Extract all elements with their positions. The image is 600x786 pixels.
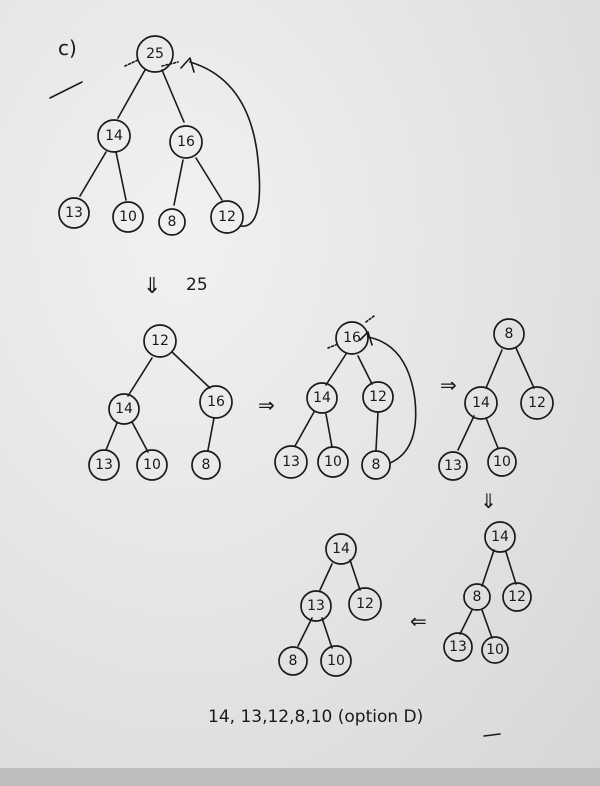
svg-text:12: 12 [218, 209, 236, 225]
tree-node: 10 [112, 201, 144, 233]
tree-node: 16 [169, 125, 203, 159]
tree-node: 12 [348, 587, 382, 621]
svg-text:8: 8 [473, 589, 482, 605]
tree-node: 10 [487, 447, 517, 477]
svg-text:8: 8 [505, 326, 514, 342]
right-arrow-icon: ⇒ [440, 373, 457, 397]
tree-node: 8 [158, 208, 186, 236]
right-arrow-icon: ⇒ [258, 393, 275, 417]
tree-node: 13 [58, 197, 90, 229]
swap-arrow-head [180, 57, 195, 73]
svg-text:25: 25 [146, 46, 164, 62]
tree-node: 12 [520, 386, 554, 420]
tree-node: 13 [438, 451, 468, 481]
tree-node: 14 [325, 533, 357, 565]
svg-text:13: 13 [95, 457, 113, 473]
tree-after-swap: 8 14 12 13 10 [438, 318, 554, 481]
tree-node: 13 [300, 590, 332, 622]
tick-mark [49, 81, 83, 99]
part-label: c) [58, 36, 77, 60]
svg-text:12: 12 [528, 395, 546, 411]
svg-text:16: 16 [343, 330, 361, 346]
answer-text: 14, 13,12,8,10 (option D) [208, 707, 423, 727]
svg-text:13: 13 [449, 639, 467, 655]
tree-initial-heap: 25 14 16 13 10 8 12 [58, 35, 261, 236]
page-bottom-edge [0, 768, 600, 786]
tree-node: 13 [88, 449, 120, 481]
svg-text:10: 10 [119, 209, 137, 225]
tree-node: 8 [191, 450, 221, 480]
svg-text:14: 14 [115, 401, 133, 417]
svg-text:14: 14 [105, 128, 123, 144]
svg-text:8: 8 [168, 214, 177, 230]
tree-node: 10 [136, 449, 168, 481]
removed-value: 25 [186, 275, 208, 295]
swap-arrow-head [359, 331, 373, 346]
tree-node: 12 [362, 381, 394, 413]
svg-text:12: 12 [369, 389, 387, 405]
svg-text:16: 16 [207, 394, 225, 410]
tree-node: 10 [317, 446, 349, 478]
tree-node: 16 [199, 385, 233, 419]
tree-node: 10 [320, 645, 352, 677]
svg-text:10: 10 [327, 653, 345, 669]
svg-text:10: 10 [493, 454, 511, 470]
svg-text:13: 13 [65, 205, 83, 221]
tree-after-removal: 12 14 16 13 10 8 [88, 324, 233, 481]
tree-node: 16 [327, 315, 375, 355]
tree-node: 13 [274, 445, 308, 479]
tree-node: 12 [502, 582, 532, 612]
svg-text:14: 14 [332, 541, 350, 557]
tree-node: 12 [210, 200, 244, 234]
tree-node: 14 [464, 386, 498, 420]
svg-text:12: 12 [356, 596, 374, 612]
tree-node: 14 [108, 393, 140, 425]
left-arrow-icon: ⇐ [410, 609, 427, 633]
svg-text:8: 8 [289, 653, 298, 669]
tree-final-heap: 14 13 12 8 10 [278, 533, 382, 677]
svg-text:13: 13 [444, 458, 462, 474]
tree-node: 8 [361, 450, 391, 480]
tree-node: 14 [306, 382, 338, 414]
tree-node: 25 [124, 35, 179, 73]
svg-text:10: 10 [486, 642, 504, 658]
svg-text:13: 13 [307, 598, 325, 614]
svg-text:12: 12 [508, 589, 526, 605]
svg-text:14: 14 [491, 529, 509, 545]
tree-node: 13 [443, 632, 473, 662]
svg-text:12: 12 [151, 333, 169, 349]
svg-text:8: 8 [202, 457, 211, 473]
tree-node: 8 [278, 646, 308, 676]
answer-underline [483, 733, 501, 737]
tree-sift-down-step: 16 14 12 13 10 8 [274, 315, 417, 480]
svg-text:14: 14 [472, 395, 490, 411]
tree-node: 8 [463, 583, 491, 611]
tree-sift-down-final: 14 8 12 13 10 [443, 521, 532, 664]
tree-node: 10 [481, 636, 509, 664]
tree-node: 14 [97, 119, 131, 153]
svg-text:10: 10 [143, 457, 161, 473]
tree-node: 8 [493, 318, 525, 350]
svg-text:16: 16 [177, 134, 195, 150]
down-arrow-icon: ⇓ [480, 489, 497, 513]
swap-arrow-curve [189, 61, 261, 227]
down-arrow-icon: ⇓ [143, 274, 161, 299]
svg-text:13: 13 [282, 454, 300, 470]
svg-text:14: 14 [313, 390, 331, 406]
tree-node: 12 [143, 324, 177, 358]
swap-arrow-curve [367, 336, 417, 464]
svg-text:8: 8 [372, 457, 381, 473]
tree-node: 14 [484, 521, 516, 553]
svg-text:10: 10 [324, 454, 342, 470]
